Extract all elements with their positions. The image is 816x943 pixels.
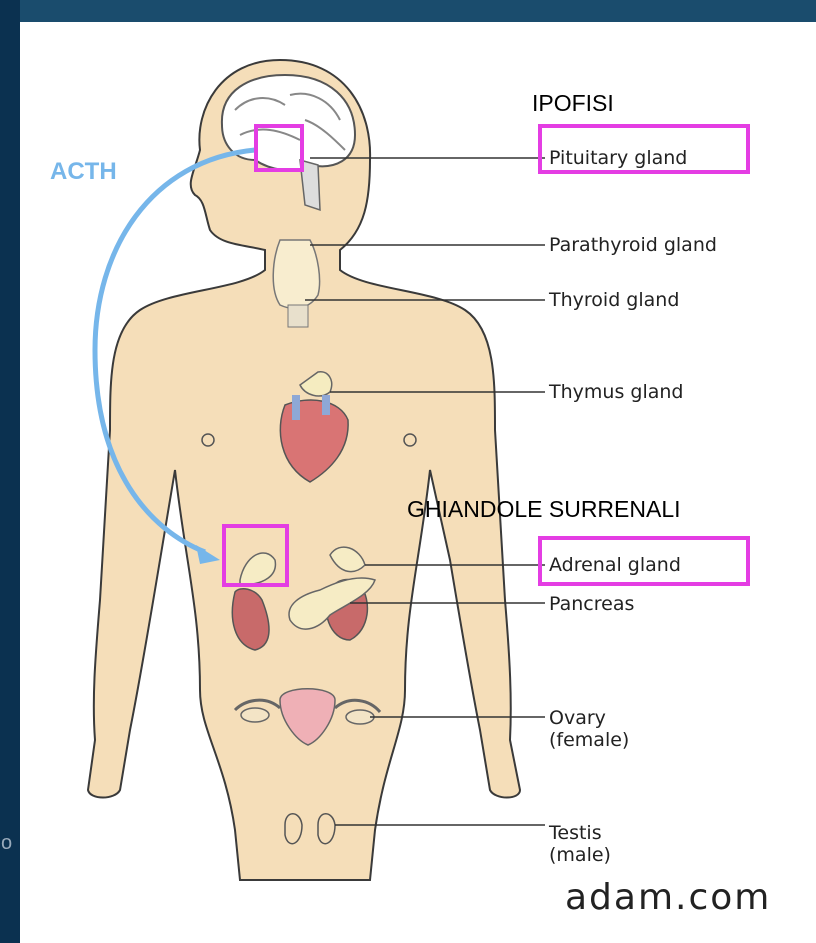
adrenal-annotation: GHIANDOLE SURRENALI: [407, 496, 681, 523]
acth-label: ACTH: [50, 158, 117, 186]
adrenal-highlight-box: [222, 524, 289, 587]
ovary-left: [241, 708, 269, 722]
label-thymus: Thymus gland: [549, 381, 683, 403]
label-pituitary: Pituitary gland: [549, 147, 687, 169]
label-ovary: Ovary (female): [549, 707, 629, 751]
thyroid: [273, 240, 319, 308]
edge-glyph: o: [1, 832, 12, 855]
ovary-right: [346, 710, 374, 724]
credit-logo: adam.com: [565, 877, 771, 918]
pituitary-annotation: IPOFISI: [532, 90, 614, 117]
label-testis: Testis (male): [549, 822, 611, 866]
label-adrenal: Adrenal gland: [549, 554, 681, 576]
label-parathyroid: Parathyroid gland: [549, 234, 717, 256]
label-thyroid: Thyroid gland: [549, 289, 679, 311]
label-pancreas: Pancreas: [549, 593, 634, 615]
pituitary-highlight-box: [254, 124, 304, 172]
